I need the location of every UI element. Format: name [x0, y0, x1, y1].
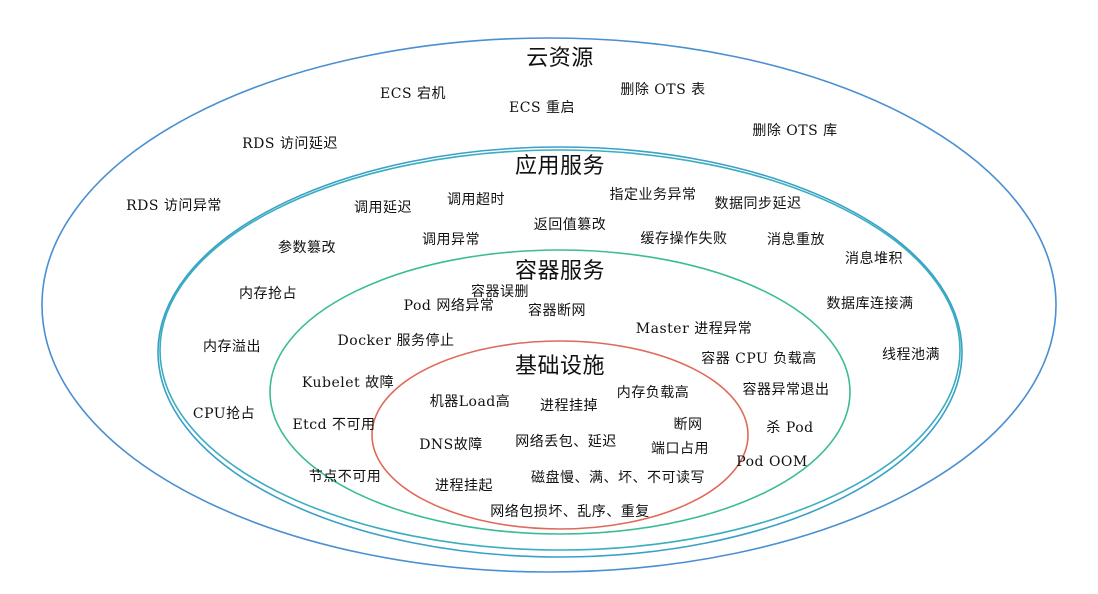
fault-item: Pod 网络异常	[403, 298, 495, 314]
layer-title-app: 应用服务	[514, 154, 606, 179]
fault-item: 参数篡改	[278, 240, 336, 256]
fault-item: 磁盘慢、满、坏、不可读写	[531, 470, 705, 486]
layer-title-container: 容器服务	[514, 259, 606, 284]
fault-item: CPU抢占	[192, 406, 256, 422]
cloud-ellipse	[41, 37, 1057, 573]
fault-item: 端口占用	[651, 441, 709, 457]
layer-title-infra: 基础设施	[514, 354, 606, 379]
container-ellipse	[269, 249, 851, 535]
fault-item: ECS 重启	[509, 100, 575, 116]
fault-item: 调用延迟	[354, 200, 412, 216]
fault-item: Master 进程异常	[635, 321, 753, 337]
fault-item: 缓存操作失败	[640, 231, 728, 247]
fault-item: 数据同步延迟	[714, 196, 802, 212]
fault-item: 调用异常	[422, 232, 480, 248]
fault-item: 容器误删	[471, 284, 529, 300]
fault-item: 数据库连接满	[826, 296, 914, 312]
fault-item: 消息重放	[767, 232, 825, 248]
fault-item: 杀 Pod	[766, 420, 814, 436]
fault-item: 删除 OTS 库	[752, 123, 838, 139]
fault-item: RDS 访问延迟	[242, 136, 338, 152]
fault-item: 内存负载高	[616, 385, 690, 401]
fault-item: 调用超时	[447, 192, 505, 208]
app-ellipse	[159, 149, 961, 551]
fault-item: 内存溢出	[203, 339, 261, 355]
fault-item: RDS 访问异常	[126, 198, 222, 214]
fault-item: 网络丢包、延迟	[515, 434, 617, 450]
fault-item: 线程池满	[882, 347, 940, 363]
fault-item: Etcd 不可用	[292, 417, 376, 433]
fault-item: 指定业务异常	[609, 187, 697, 203]
fault-item: 删除 OTS 表	[620, 82, 706, 98]
fault-item: 内存抢占	[239, 286, 297, 302]
app-ellipse-outer	[157, 146, 963, 558]
fault-item: 网络包损坏、乱序、重复	[490, 504, 650, 520]
fault-item: Kubelet 故障	[301, 375, 395, 391]
fault-item: 断网	[673, 417, 703, 433]
fault-item: 进程挂掉	[540, 398, 598, 414]
fault-item: DNS故障	[419, 437, 483, 453]
fault-item: ECS 宕机	[380, 86, 446, 102]
fault-item: 容器断网	[528, 303, 586, 319]
fault-item: 进程挂起	[435, 478, 493, 494]
fault-item: 返回值篡改	[533, 217, 607, 233]
infra-ellipse	[371, 340, 749, 530]
fault-item: 容器异常退出	[742, 382, 830, 398]
fault-item: 容器 CPU 负载高	[701, 351, 817, 367]
fault-item: Docker 服务停止	[337, 333, 455, 349]
fault-item: 节点不可用	[308, 469, 382, 485]
fault-item: 消息堆积	[845, 251, 903, 267]
layer-title-cloud: 云资源	[526, 46, 594, 71]
fault-item: 机器Load高	[429, 394, 511, 410]
fault-item: Pod OOM	[736, 454, 808, 470]
